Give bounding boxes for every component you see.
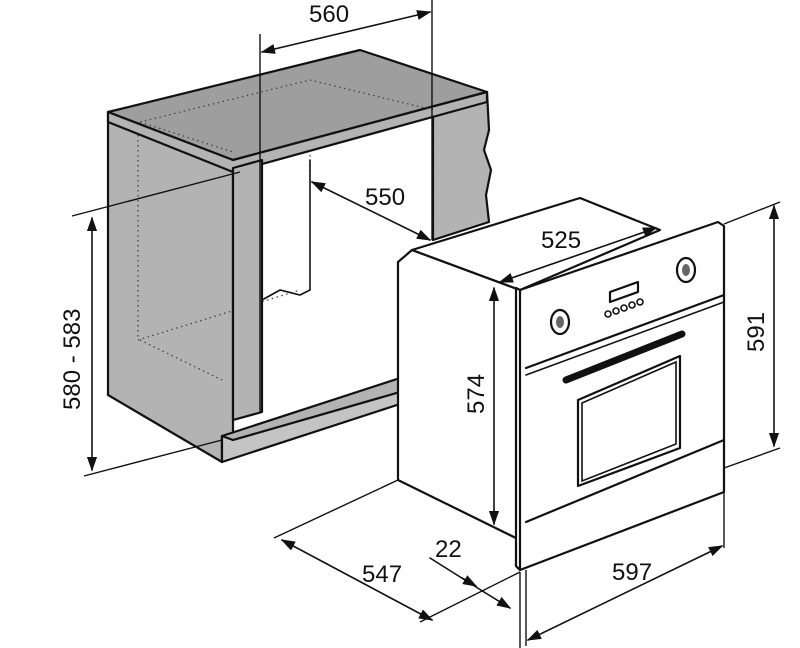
right-knob-icon[interactable] xyxy=(675,256,697,284)
oven-door-top-edge xyxy=(525,301,725,376)
dim-line-cabinet-width xyxy=(260,10,432,54)
label-cabinet-width: 560 xyxy=(309,1,349,28)
label-cabinet-height: 580 - 583 xyxy=(59,309,86,410)
oven-buttons[interactable] xyxy=(604,298,644,318)
label-oven-front-height: 591 xyxy=(743,312,770,352)
cabinet-front-post xyxy=(231,158,264,422)
oven-display xyxy=(608,280,640,304)
left-knob-icon[interactable] xyxy=(549,308,571,336)
label-cabinet-depth: 550 xyxy=(365,184,405,211)
oven-front-thickness xyxy=(514,286,522,572)
dimension-labels: 560 550 580 - 583 525 574 591 547 22 597 xyxy=(59,1,770,588)
label-panel-thickness: 22 xyxy=(435,536,462,563)
dim-line-oven-front-width xyxy=(526,545,724,641)
cabinet-opening-back xyxy=(261,159,311,301)
oven-door-window xyxy=(576,354,682,488)
dim-line-cabinet-depth xyxy=(310,181,432,241)
dimension-lines xyxy=(71,0,781,648)
label-oven-body-width: 525 xyxy=(541,227,581,254)
cabinet-hidden-edges xyxy=(137,79,311,381)
label-oven-body-depth: 547 xyxy=(362,561,402,588)
cabinet-top-hidden-edges xyxy=(139,79,434,153)
dim-line-oven-body-width xyxy=(498,227,658,283)
oven-door-bottom-edge xyxy=(524,438,726,524)
cabinet-top-front-edge xyxy=(106,90,489,174)
oven-side-body xyxy=(396,248,522,542)
cabinet xyxy=(106,48,493,464)
cabinet-right-wall xyxy=(431,90,493,242)
oven-door-window-inner xyxy=(581,360,677,483)
dim-line-panel-thickness xyxy=(429,557,485,593)
label-oven-body-height: 574 xyxy=(463,374,490,414)
oven-control-divider xyxy=(524,293,726,370)
dim-line-oven-body-depth xyxy=(280,539,434,621)
oven-handle[interactable] xyxy=(562,330,686,384)
label-oven-front-width: 597 xyxy=(612,559,652,586)
